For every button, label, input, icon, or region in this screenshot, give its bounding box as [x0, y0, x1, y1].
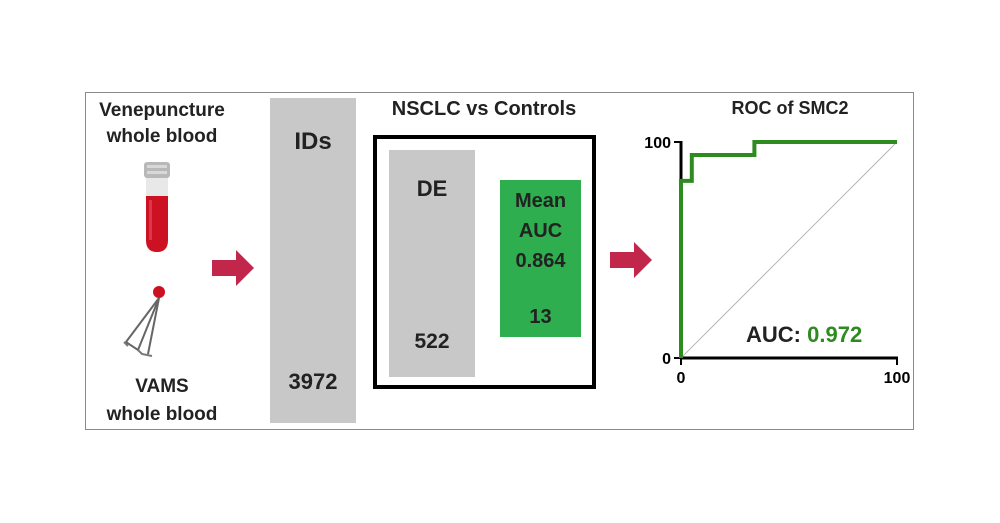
vams-device-icon: [123, 286, 165, 357]
ids-count: 3972: [288, 369, 338, 394]
arrow-right-icon: [610, 242, 652, 278]
roc-chart: 0 100 0 100: [644, 135, 911, 387]
x-tick-label: 100: [884, 370, 911, 387]
ids-bar: [270, 98, 356, 423]
comparison-box: [373, 135, 596, 389]
auc-value: 0.972: [807, 322, 863, 347]
y-tick-label: 0: [662, 351, 671, 368]
roc-curve: [679, 140, 897, 358]
comparison-title: NSCLC vs Controls: [391, 98, 577, 120]
de-count: 522: [414, 330, 450, 353]
venepuncture-label: Venepuncture whole blood: [88, 98, 236, 150]
auc-annotation: AUC: 0.972: [746, 322, 862, 348]
x-tick-label: 0: [677, 370, 686, 387]
de-label: DE: [416, 176, 448, 201]
arrow-right-icon: [212, 250, 254, 286]
venepuncture-line-2: whole blood: [106, 126, 218, 147]
blood-tube-icon: [144, 162, 170, 252]
chart-title: ROC of SMC2: [731, 98, 849, 118]
mean-auc-count: 13: [529, 306, 552, 328]
mean-auc-line-2: AUC: [518, 220, 563, 242]
vams-line-1: VAMS: [135, 376, 189, 397]
mean-auc-box: [500, 180, 581, 337]
ids-label: IDs: [294, 128, 332, 155]
mean-auc-line-1: Mean: [514, 190, 567, 212]
de-bar: [389, 150, 475, 377]
mean-auc-label: Mean AUC 0.864: [500, 186, 581, 276]
figure-frame: [85, 92, 914, 430]
venepuncture-line-1: Venepuncture: [99, 100, 225, 121]
y-tick-label: 100: [644, 135, 671, 152]
vams-label: VAMS whole blood: [88, 373, 236, 429]
chance-diagonal: [680, 141, 898, 359]
vams-line-2: whole blood: [106, 404, 218, 425]
auc-label: AUC:: [746, 322, 801, 347]
mean-auc-value: 0.864: [515, 250, 566, 272]
